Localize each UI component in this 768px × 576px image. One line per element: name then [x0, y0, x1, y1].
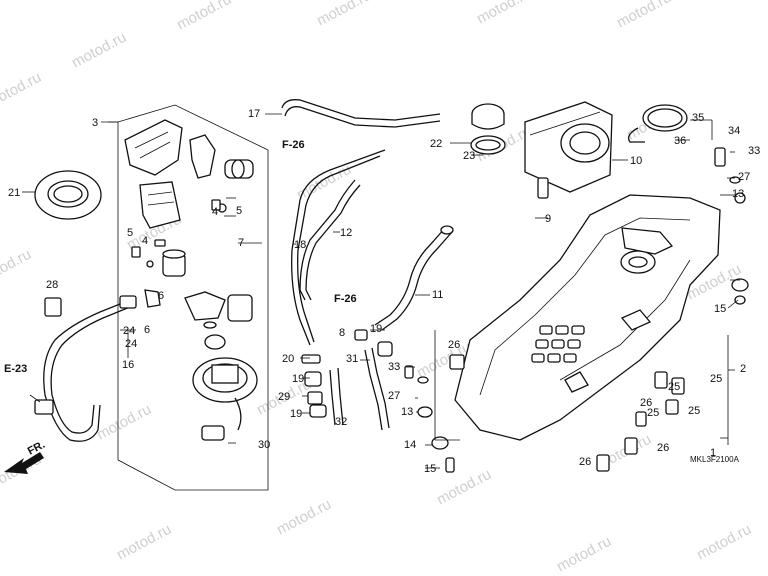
callout-number: 11 — [432, 289, 443, 301]
callout-number: 19 — [370, 323, 382, 335]
callout-number: 16 — [122, 359, 134, 371]
clamp-band — [627, 104, 688, 143]
watermark-text: motod.ru — [474, 0, 534, 28]
callout-number: 28 — [46, 279, 58, 291]
reference-e23: E-23 — [4, 363, 27, 375]
callout-number: 20 — [282, 353, 294, 365]
watermark-text: motod.ru — [0, 69, 44, 112]
callout-number: 26 — [579, 456, 591, 468]
watermark-text: motod.ru — [0, 246, 34, 289]
callout-number: 34 — [728, 125, 740, 137]
callout-number: 32 — [335, 416, 347, 428]
reference-f26-upper: F-26 — [282, 139, 305, 151]
pump-strainer — [162, 249, 186, 277]
callout-number: 9 — [545, 213, 551, 225]
callout-number: 14 — [404, 439, 416, 451]
callout-number: 26 — [448, 339, 460, 351]
callout-number: 1 — [710, 447, 716, 459]
watermark-text: motod.ru — [434, 466, 494, 509]
callout-number: 12 — [340, 227, 352, 239]
front-direction-arrow — [4, 452, 44, 474]
fuel-pump-module-parts — [139, 134, 254, 229]
leader-lines — [22, 113, 740, 469]
callout-number: 13 — [732, 188, 744, 200]
callout-number: 8 — [339, 327, 345, 339]
fuel-feed-hose — [34, 289, 161, 442]
pump-packing-ring — [34, 170, 102, 220]
small-box-parts — [131, 199, 221, 268]
callout-number: 17 — [248, 108, 260, 120]
pump-base-components — [184, 291, 253, 350]
watermark-text: motod.ru — [694, 521, 754, 564]
callout-number: 5 — [236, 205, 242, 217]
callout-number: 5 — [127, 227, 133, 239]
watermark-text: motod.ru — [69, 29, 129, 72]
callout-number: 6 — [144, 324, 150, 336]
callout-number: 36 — [674, 135, 686, 147]
callout-number: 21 — [8, 187, 20, 199]
callout-number: 29 — [278, 391, 290, 403]
fuel-tank — [454, 194, 721, 441]
callout-number: 26 — [640, 397, 652, 409]
fuel-filler-tray — [524, 101, 613, 199]
callout-labels: 1234455667891011121313141515161718191919… — [8, 108, 760, 475]
fuel-filler-cap — [470, 103, 506, 155]
callout-number: 25 — [688, 405, 700, 417]
reference-f26-lower: F-26 — [334, 293, 357, 305]
callout-number: 10 — [630, 155, 642, 167]
callout-number: 24 — [123, 325, 135, 337]
callout-number: 27 — [738, 171, 750, 183]
direction-label: FR. — [26, 439, 47, 458]
callout-number: 13 — [401, 406, 413, 418]
watermark-text: motod.ru — [554, 533, 614, 576]
watermark-text: motod.ru — [614, 0, 674, 32]
callout-number: 4 — [142, 235, 148, 247]
callout-number: 31 — [346, 353, 358, 365]
hardware-parts — [404, 147, 749, 473]
callout-number: 25 — [647, 407, 659, 419]
fuel-pump-filter-part — [124, 119, 183, 176]
callout-number: 15 — [424, 463, 436, 475]
watermark-text: motod.ru — [314, 0, 374, 30]
callout-number: 33 — [388, 361, 400, 373]
tank-heat-grid — [531, 325, 585, 363]
callout-number: 7 — [238, 237, 244, 249]
tank-mount-parts — [449, 354, 685, 472]
watermark-text: motod.ru — [274, 496, 334, 539]
fuel-pump-flange — [192, 357, 258, 441]
callout-number: 15 — [714, 303, 726, 315]
callout-number: 2 — [740, 363, 746, 375]
callout-number: 26 — [657, 442, 669, 454]
callout-number: 23 — [463, 150, 475, 162]
watermark-text: motod.ru — [174, 0, 234, 34]
callout-number: 6 — [158, 290, 164, 302]
watermark-text: motod.ru — [94, 401, 154, 444]
diagram-code: MKL3F2100A — [690, 455, 740, 464]
callout-number: 22 — [430, 138, 442, 150]
callout-number: 4 — [212, 206, 218, 218]
breather-hoses — [281, 99, 441, 346]
callout-number: 25 — [710, 373, 722, 385]
callout-number: 18 — [294, 239, 306, 251]
drain-hoses — [329, 225, 454, 431]
hose-fittings — [301, 329, 393, 418]
callout-number: 33 — [748, 145, 760, 157]
callout-number: 19 — [292, 373, 304, 385]
watermark-text: motod.ru — [294, 161, 354, 204]
callout-number: 30 — [258, 439, 270, 451]
callout-number: 25 — [668, 381, 680, 393]
watermark-text: motod.ru — [114, 521, 174, 564]
callout-number: 35 — [692, 112, 704, 124]
callout-number: 3 — [92, 117, 98, 129]
callout-number: 19 — [290, 408, 302, 420]
callout-number: 24 — [125, 338, 137, 350]
callout-number: 27 — [388, 390, 400, 402]
